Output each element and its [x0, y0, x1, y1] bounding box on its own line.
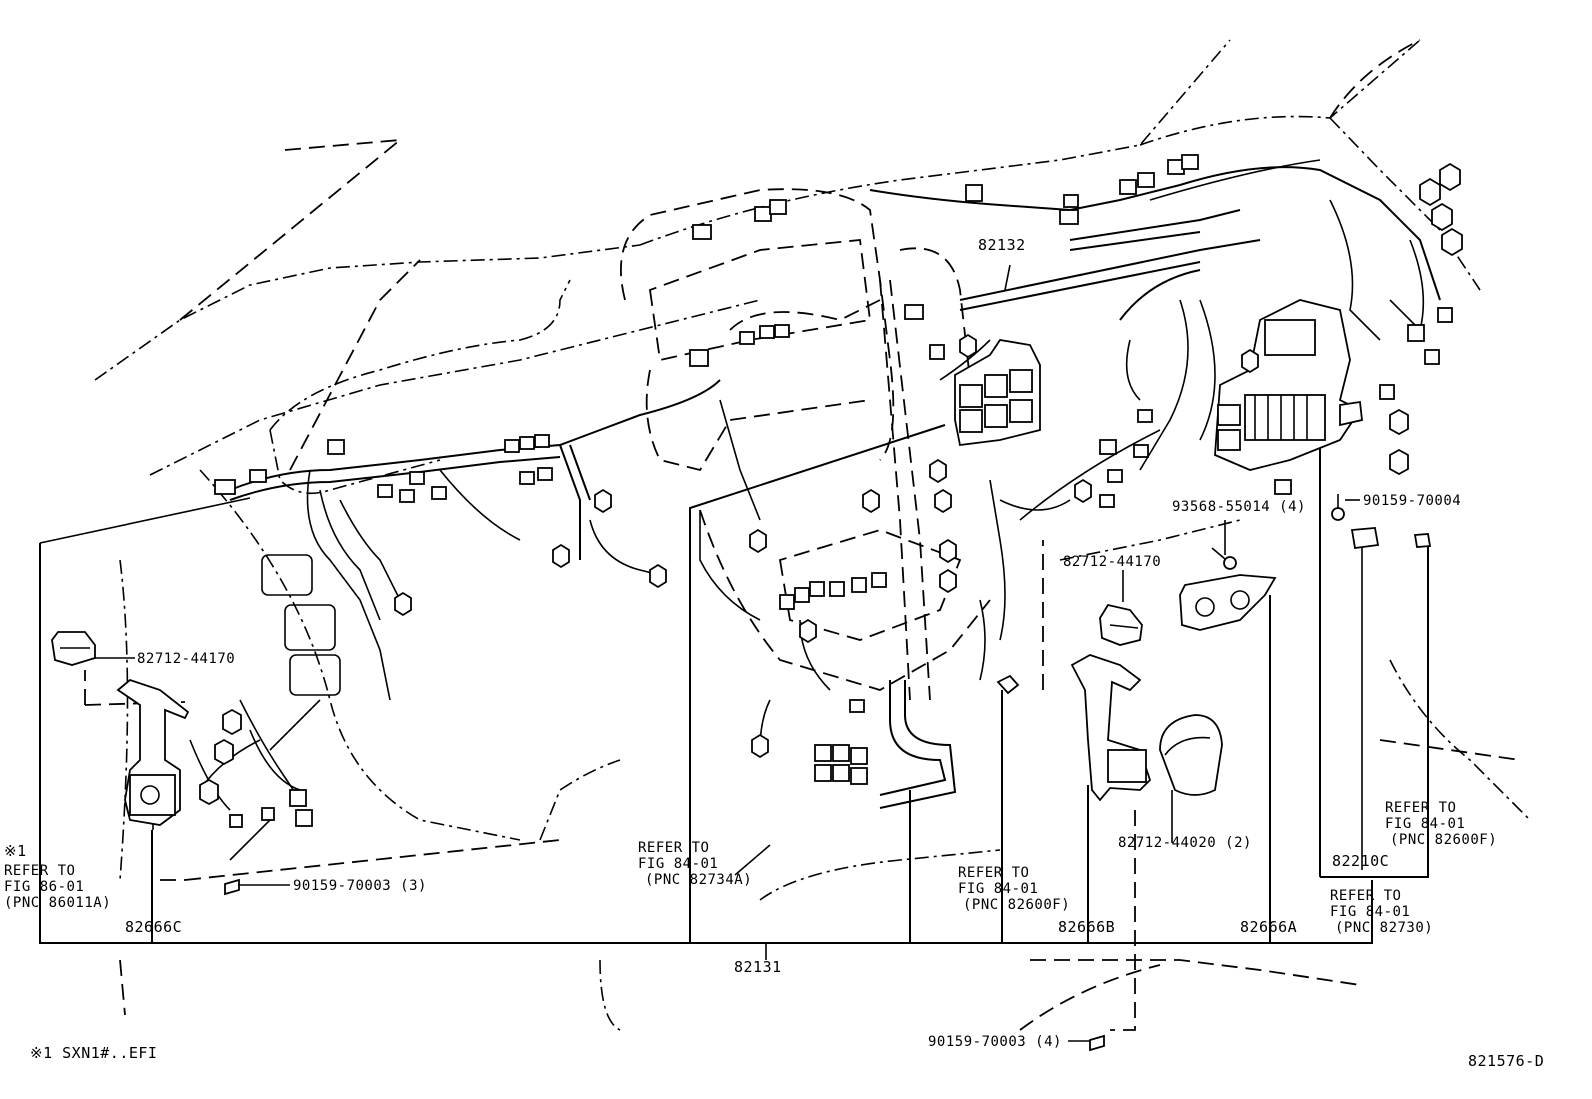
ref-82600F-right-line3: (PNC 82600F) [1390, 832, 1497, 848]
bracket-82666B [1070, 654, 1152, 802]
label-82131: 82131 [734, 958, 782, 976]
ref-82734A-line2: FIG 84-01 [638, 856, 718, 872]
ref-82734A-line3: (PNC 82734A) [645, 872, 752, 888]
label-82666C: 82666C [125, 918, 182, 936]
leader-lines [112, 264, 1360, 876]
cover-82712-44020 [1159, 714, 1223, 796]
ref-82730-line1: REFER TO [1330, 888, 1401, 904]
ref-82600F-mid: REFER TO FIG 84-01 (PNC 82600F) [958, 865, 1070, 913]
part-labels: 82132 82131 82666C 82666B 82666A 82210C … [125, 236, 1461, 1050]
screw-90159-70003-left [224, 878, 290, 896]
reference-notes: ※1 REFER TO FIG 86-01 (PNC 86011A) REFER… [4, 800, 1497, 936]
connector-hex [199, 162, 1463, 806]
ref-86011A-line3: FIG 86-01 [4, 879, 84, 895]
dashboard-outline [94, 39, 1531, 1031]
ref-82600F-right: REFER TO FIG 84-01 (PNC 82600F) [1385, 800, 1497, 848]
clip-82712-44170-left [51, 631, 112, 666]
callout-frame [39, 424, 1429, 1031]
ref-82730-line2: FIG 84-01 [1330, 904, 1410, 920]
label-82666B: 82666B [1058, 918, 1115, 936]
ref-82734A-line1: REFER TO [638, 840, 709, 856]
ref-82600F-right-line2: FIG 84-01 [1385, 816, 1465, 832]
ref-82600F-mid-line2: FIG 84-01 [958, 881, 1038, 897]
center-cluster-outline [620, 188, 991, 701]
label-82210C: 82210C [1332, 852, 1389, 870]
label-90159-70003-3: 90159-70003 (3) [293, 878, 427, 894]
bracket-82666A [1179, 574, 1277, 631]
junction-block-center [954, 339, 1041, 446]
label-82666A: 82666A [1240, 918, 1297, 936]
clip-82712-44170-right [1099, 603, 1143, 646]
harness-82131 [189, 339, 1071, 861]
label-82712-44020: 82712-44020 (2) [1118, 835, 1252, 851]
ref-86011A-line4: (PNC 86011A) [4, 895, 111, 911]
label-90159-70003-4: 90159-70003 (4) [928, 1034, 1062, 1050]
screws [224, 494, 1345, 1052]
footnote: ※1 SXN1#..EFI [30, 1044, 157, 1062]
ref-82734A: REFER TO FIG 84-01 (PNC 82734A) [638, 840, 752, 888]
connector-triple [814, 744, 868, 785]
ref-82730: REFER TO FIG 84-01 (PNC 82730) [1330, 888, 1433, 936]
screw-90159-70004 [1331, 494, 1345, 521]
relay-82210C [1350, 527, 1432, 550]
screw-93568-55014 [1211, 547, 1237, 570]
instrument-openings [261, 554, 341, 696]
label-93568-55014: 93568-55014 (4) [1172, 499, 1306, 515]
ref-86011A: ※1 REFER TO FIG 86-01 (PNC 86011A) [4, 842, 111, 911]
label-82712-44170-left: 82712-44170 [137, 651, 235, 667]
label-82132: 82132 [978, 236, 1026, 254]
harness-82132 [869, 159, 1441, 521]
connectors [199, 154, 1463, 828]
ref-86011A-line1: ※1 [4, 842, 27, 860]
figure-code: 821576-D [1468, 1052, 1544, 1070]
junction-block-right-82666A [1214, 299, 1363, 471]
ref-82600F-mid-line3: (PNC 82600F) [963, 897, 1070, 913]
clip-center [996, 674, 1020, 695]
ref-82730-line3: (PNC 82730) [1335, 920, 1433, 936]
bracket-82666C [116, 678, 190, 826]
ref-86011A-line2: REFER TO [4, 863, 75, 879]
connector-box [214, 154, 1453, 828]
ref-82600F-mid-line1: REFER TO [958, 865, 1029, 881]
ref-82600F-right-line1: REFER TO [1385, 800, 1456, 816]
screw-90159-70003-bottom [1068, 1034, 1105, 1052]
label-82712-44170-right: 82712-44170 [1063, 554, 1161, 570]
label-90159-70004: 90159-70004 [1363, 493, 1461, 509]
